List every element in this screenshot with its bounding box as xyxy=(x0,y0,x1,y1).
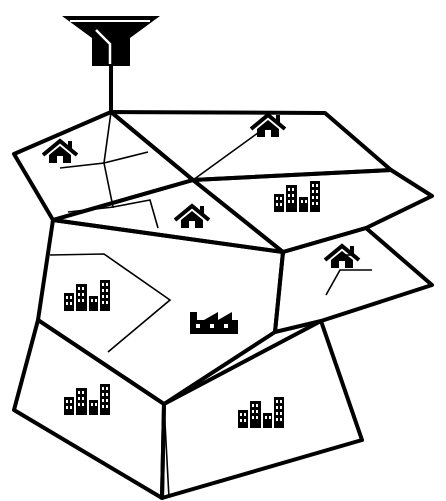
apartment-buildings-icon xyxy=(238,397,284,428)
house-icon xyxy=(43,141,77,163)
region-east-peninsula xyxy=(275,228,432,332)
apartment-buildings-icon xyxy=(64,384,110,415)
house-icon xyxy=(325,246,359,268)
region-center-north xyxy=(53,180,283,252)
region-south-east xyxy=(162,321,362,498)
distribution-pipes xyxy=(50,112,372,498)
region-north-central xyxy=(111,112,391,180)
water-tower-icon xyxy=(62,16,160,66)
region-west xyxy=(38,220,283,404)
house-icon xyxy=(175,206,209,228)
apartment-buildings-icon xyxy=(274,181,320,212)
factory-icon xyxy=(190,312,238,334)
apartment-buildings-icon xyxy=(64,280,110,311)
